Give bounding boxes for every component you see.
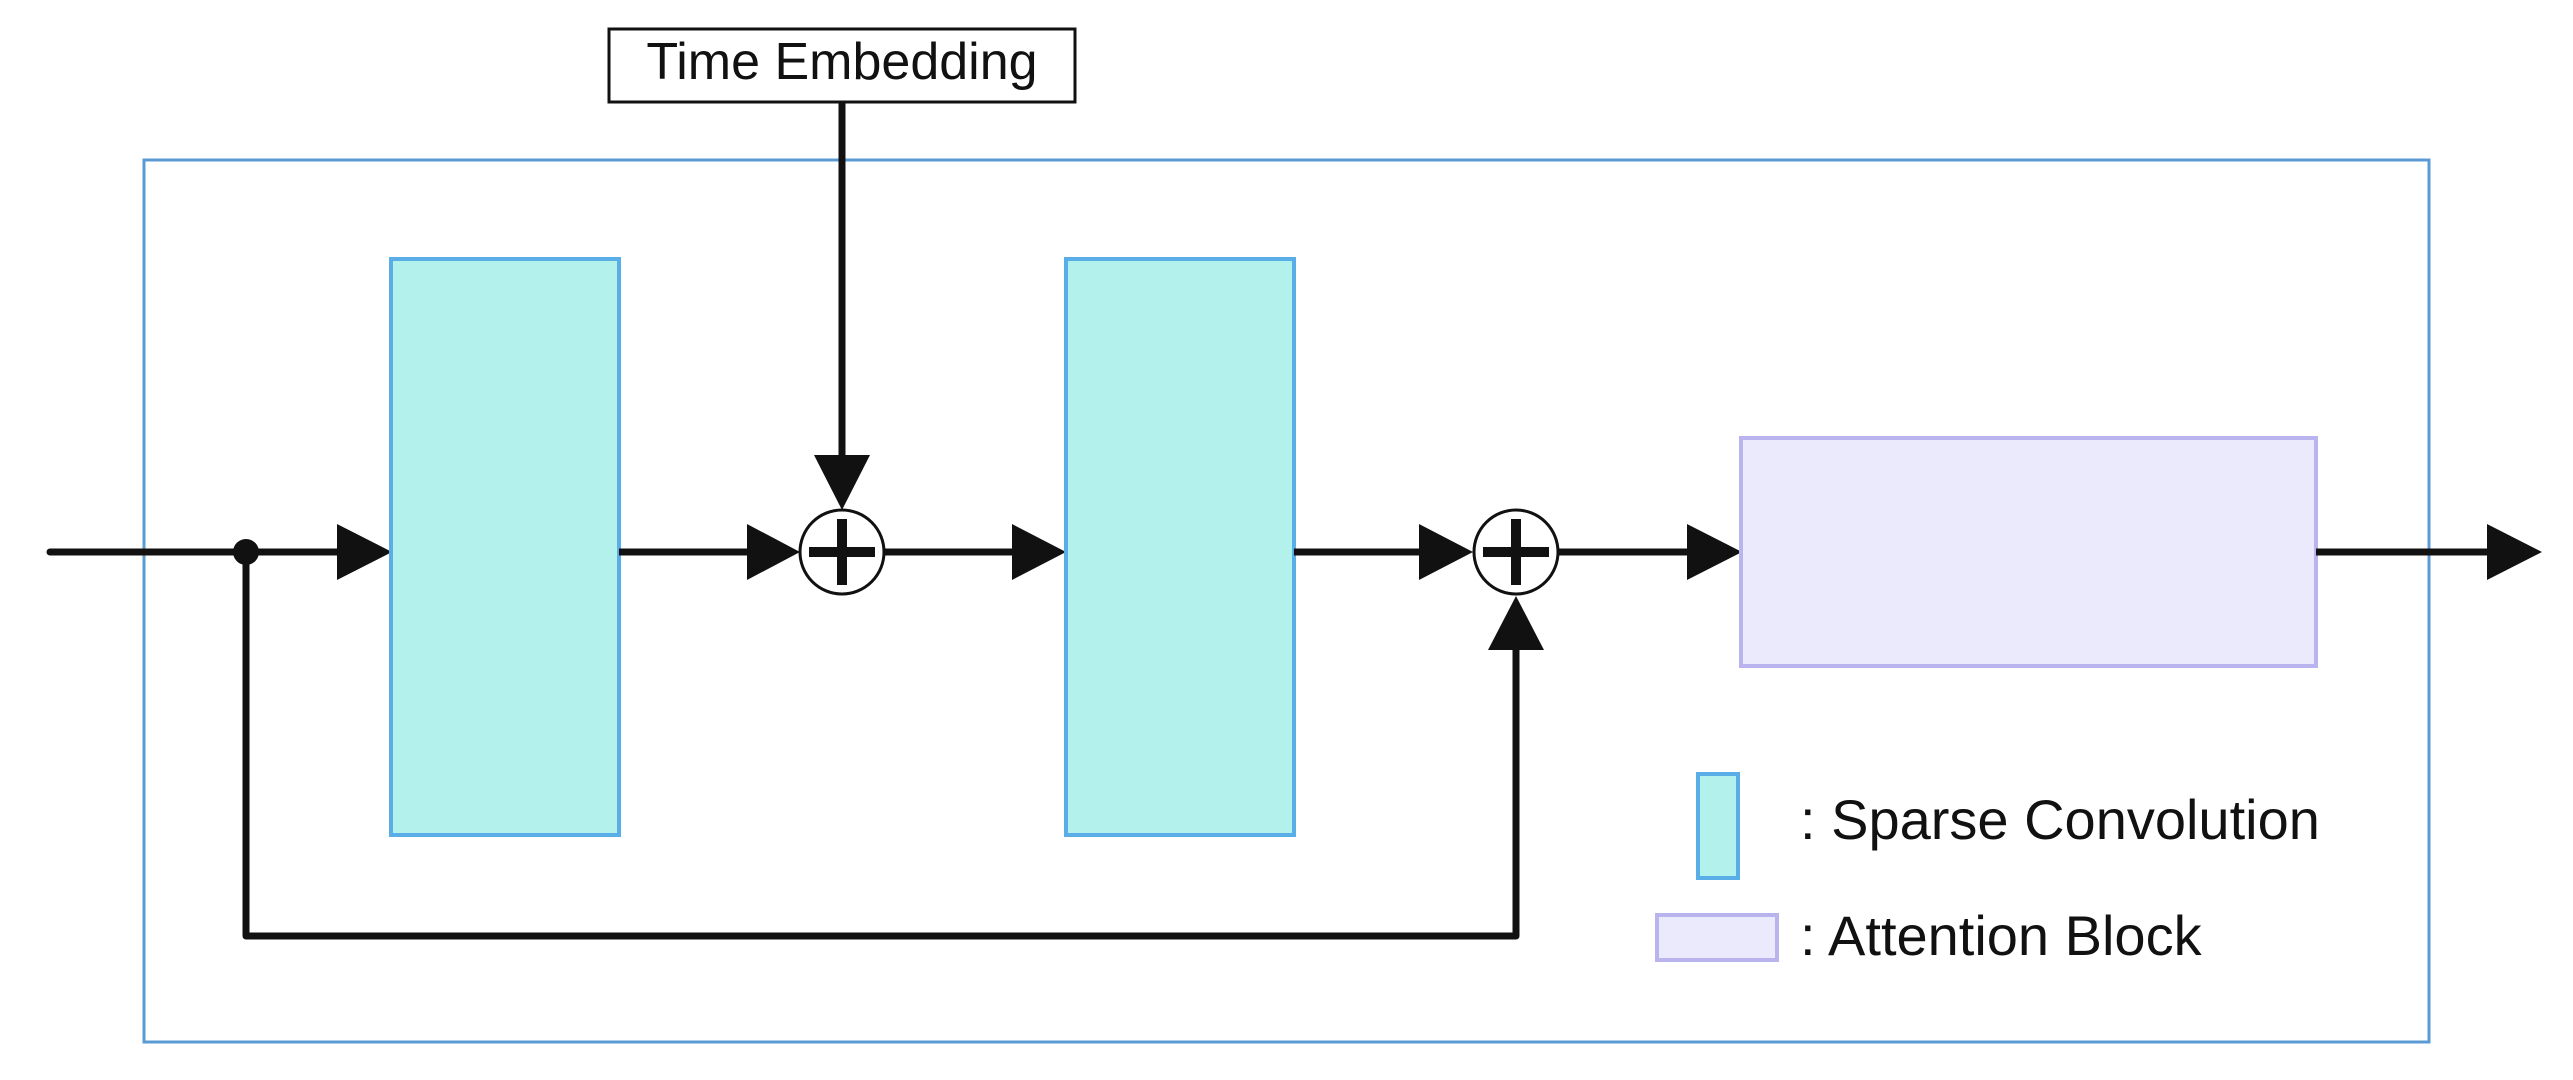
time-embedding-arrowhead [814, 455, 870, 510]
adder2-to-attention-arrowhead [1687, 524, 1742, 580]
skip-connection-line [242, 552, 1520, 940]
input-arrowhead [337, 524, 392, 580]
time-embedding-label: Time Embedding [646, 33, 1037, 91]
adder-1 [798, 508, 886, 596]
legend-sparse-conv-swatch [1696, 772, 1740, 880]
legend: : Sparse Convolution : Attention Block [1655, 772, 2320, 967]
legend-attention-swatch [1655, 913, 1779, 962]
output-arrowhead [2487, 524, 2542, 580]
attention-block [1739, 436, 2318, 668]
skip-connection-arrowhead [1488, 596, 1544, 650]
legend-attention-label: : Attention Block [1800, 904, 2203, 967]
adder-2 [1472, 508, 1560, 596]
adder1-to-conv2-arrowhead [1012, 524, 1066, 580]
outer-frame [142, 158, 2431, 1044]
time-embedding-box: Time Embedding [607, 27, 1077, 104]
conv1-to-adder1-arrowhead [747, 524, 800, 580]
sparse-conv-block-1 [389, 257, 621, 837]
sparse-conv-block-2 [1064, 257, 1296, 837]
legend-sparse-conv-label: : Sparse Convolution [1800, 788, 2320, 851]
conv2-to-adder2-arrowhead [1419, 524, 1473, 580]
